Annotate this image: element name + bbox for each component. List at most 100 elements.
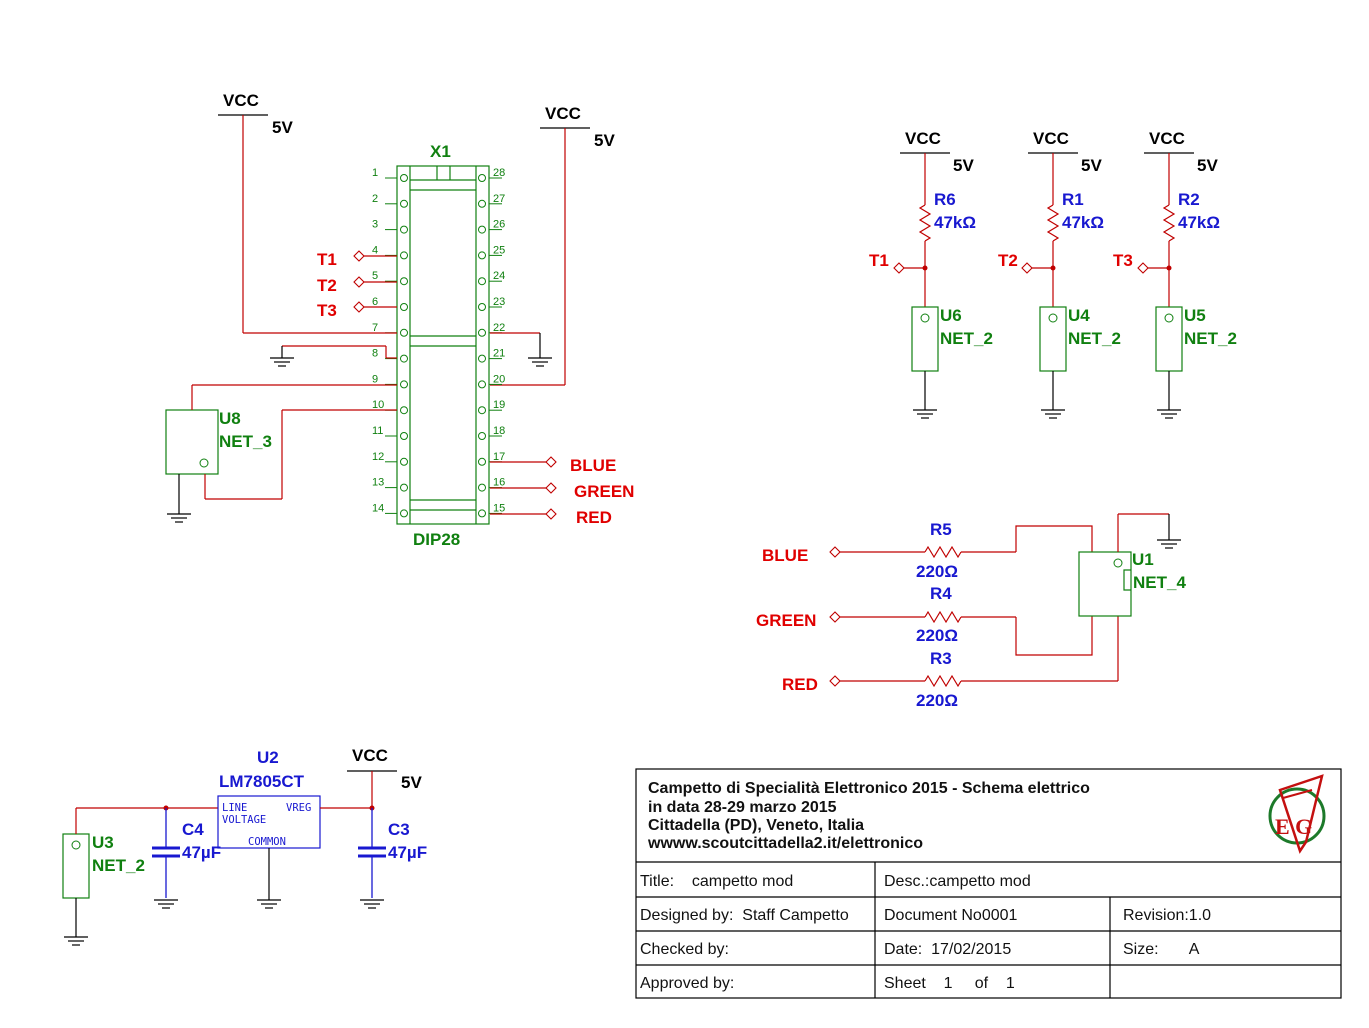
- x1-pin-number: 28: [493, 167, 505, 179]
- sensor-ref: U5: [1184, 306, 1206, 325]
- ground-symbol: [912, 409, 938, 419]
- svg-text:LM7805CT: LM7805CT: [219, 772, 305, 791]
- svg-text:220Ω: 220Ω: [916, 626, 958, 645]
- x1-pin-number: 21: [493, 348, 505, 360]
- power-supply: U3 NET_2 C4 47µF LINE VOLTAGE VREG COMMO…: [62, 746, 427, 946]
- x1-pin-number: 13: [372, 477, 384, 489]
- x1-pin-right: [478, 174, 486, 182]
- x1-pin-number: 20: [493, 373, 505, 385]
- svg-text:LINE: LINE: [222, 802, 247, 814]
- x1-pin-number: 14: [372, 502, 384, 514]
- vcc-label: VCC: [1149, 129, 1185, 148]
- sensor-net: NET_2: [1184, 329, 1237, 348]
- tb-designed: Designed by: Staff Campetto: [640, 907, 849, 924]
- x1-pin-number: 7: [372, 322, 378, 334]
- sensor-body: [1039, 306, 1067, 372]
- svg-text:5V: 5V: [401, 773, 422, 792]
- tb-revision: Revision:1.0: [1123, 907, 1211, 924]
- svg-text:E G: E G: [1275, 814, 1312, 839]
- svg-text:U3: U3: [92, 833, 114, 852]
- x1-pin-number: 24: [493, 270, 505, 282]
- x1-pin-right: [478, 432, 486, 440]
- svg-text:NET_4: NET_4: [1133, 573, 1186, 592]
- svg-text:R5: R5: [930, 520, 952, 539]
- resistor-ref: R2: [1178, 190, 1200, 209]
- sensor-net: NET_2: [1068, 329, 1121, 348]
- vcc-left-1: VCC 5V: [218, 91, 293, 333]
- sensor-ref: U6: [940, 306, 962, 325]
- svg-text:R3: R3: [930, 649, 952, 668]
- x1-pin-left: [400, 277, 408, 286]
- net-label: T1: [869, 251, 889, 270]
- x1-pin-number: 26: [493, 219, 505, 231]
- x1-pin-number: 17: [493, 451, 505, 463]
- svg-text:U1: U1: [1132, 550, 1154, 569]
- x1-pin-right: [478, 380, 486, 389]
- x1-pin-right: [478, 225, 486, 234]
- net-t-inputs: T1 T2 T3: [317, 250, 397, 320]
- x1-pin-left: [400, 457, 408, 466]
- ground-symbol: [527, 357, 553, 367]
- svg-text:GREEN: GREEN: [574, 482, 634, 501]
- x1-pin-number: 4: [372, 244, 378, 256]
- svg-text:VOLTAGE: VOLTAGE: [222, 814, 266, 826]
- svg-text:U2: U2: [257, 748, 279, 767]
- tb-checked: Checked by:: [640, 941, 729, 958]
- x1-pin-left: [400, 251, 408, 260]
- x1-pin-right: [478, 483, 486, 492]
- x1-pin-right: [478, 277, 486, 286]
- svg-text:T1: T1: [317, 250, 337, 269]
- x1-pin-left: [400, 199, 408, 208]
- tb-size: Size: A: [1123, 941, 1200, 958]
- x1-pin-number: 10: [372, 399, 384, 411]
- svg-text:R4: R4: [930, 584, 952, 603]
- x1-pin-right: [478, 251, 486, 260]
- x1-pin-left: [400, 509, 408, 518]
- sensor-net: NET_2: [940, 329, 993, 348]
- x1-pin-number: 22: [493, 322, 505, 334]
- volt-label: 5V: [953, 156, 974, 175]
- x1-pin-number: 16: [493, 477, 505, 489]
- resistor-ref: R6: [934, 190, 956, 209]
- x1-pin-right: [478, 328, 486, 337]
- svg-text:47µF: 47µF: [388, 843, 427, 862]
- x1-pin-number: 15: [493, 502, 505, 514]
- x1-pin-right: [478, 354, 486, 363]
- x1-pin-number: 8: [372, 348, 378, 360]
- tb-date: Date: 17/02/2015: [884, 941, 1011, 958]
- resistor: [1162, 204, 1176, 242]
- x1-pin-left: [400, 174, 408, 182]
- x1-pin-number: 27: [493, 193, 505, 205]
- svg-text:47µF: 47µF: [182, 843, 221, 862]
- sensor-body: [1155, 306, 1183, 372]
- svg-text:BLUE: BLUE: [570, 456, 616, 475]
- resistor-value: 47kΩ: [934, 213, 976, 232]
- tb-approved: Approved by:: [640, 975, 734, 992]
- x1-pin-number: 1: [372, 167, 378, 179]
- net-label: T2: [998, 251, 1018, 270]
- x1-pin-left: [400, 328, 408, 337]
- svg-text:X1: X1: [430, 142, 451, 161]
- x1-pin-number: 3: [372, 219, 378, 231]
- tb-docno: Document No0001: [884, 907, 1018, 924]
- x1-pin-right: [478, 457, 486, 466]
- x1-pin-number: 11: [372, 425, 383, 437]
- ground-symbol: [1040, 409, 1066, 419]
- tb-title: Title: campetto mod: [640, 873, 793, 890]
- svg-text:5V: 5V: [272, 118, 293, 137]
- svg-text:5V: 5V: [594, 131, 615, 150]
- x1-pin-number: 23: [493, 296, 505, 308]
- resistor: [918, 204, 932, 242]
- net-rgb-outputs: BLUE GREEN RED: [490, 456, 634, 527]
- x1-pin-left: [400, 406, 408, 415]
- volt-label: 5V: [1081, 156, 1102, 175]
- x1-pin-number: 2: [372, 193, 378, 205]
- svg-text:VCC: VCC: [352, 746, 388, 765]
- x1-pin-right: [478, 406, 486, 415]
- header-line-1: Campetto di Specialità Elettronico 2015 …: [648, 780, 1090, 797]
- svg-text:COMMON: COMMON: [248, 836, 286, 848]
- title-block: Campetto di Specialità Elettronico 2015 …: [635, 768, 1342, 999]
- x1-pin-left: [400, 432, 408, 440]
